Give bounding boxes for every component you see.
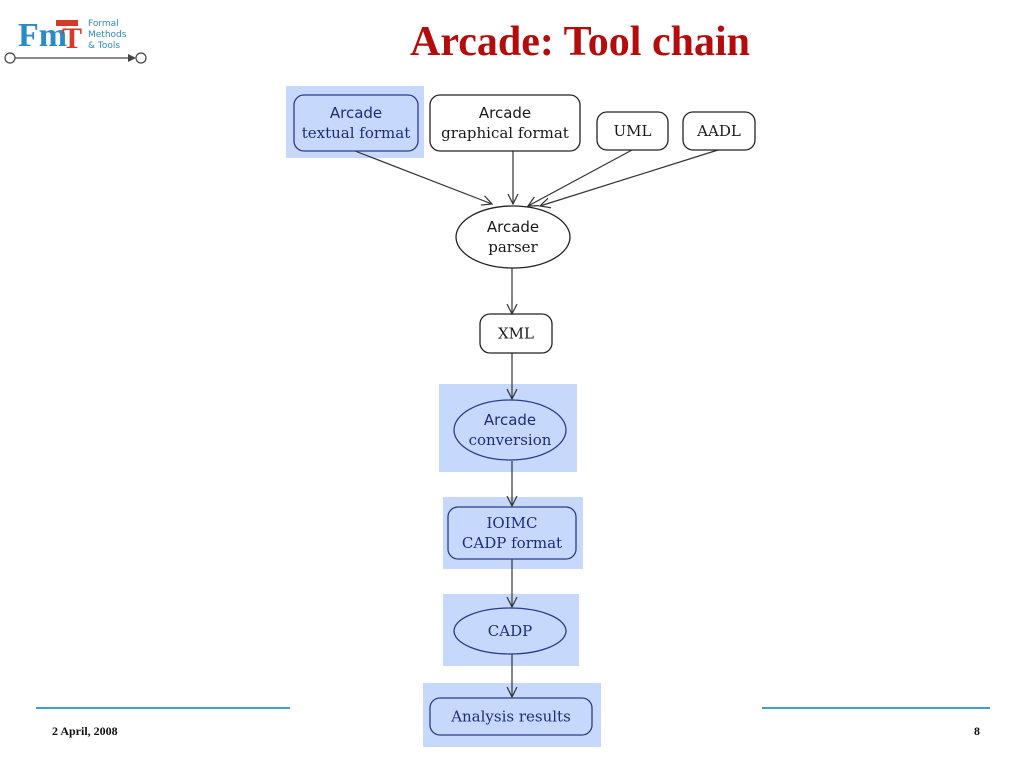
logo-t-bar	[56, 20, 78, 26]
logo-circle-right	[135, 52, 147, 64]
node-parser	[455, 205, 571, 269]
logo-mark-t: T	[62, 22, 82, 55]
logo-arrowhead	[128, 54, 136, 62]
node-arcade-textual-label-1: Arcade	[330, 104, 382, 122]
page-number: 8	[974, 724, 980, 738]
logo-line-2: Methods	[88, 30, 127, 40]
node-arcade-textual-label-2: textual format	[302, 124, 411, 142]
node-parser-label-1: Arcade	[487, 218, 539, 236]
edge-uml-to-parser	[528, 149, 633, 206]
node-arcade-graphical-label-2: graphical format	[441, 124, 569, 142]
page-title: Arcade: Tool chain	[410, 19, 750, 65]
highlight-arcade-textual	[286, 86, 424, 158]
node-aadl-label-1: AADL	[696, 122, 741, 140]
node-ioimc-label-2: CADP format	[462, 534, 562, 552]
footer-line-right	[762, 707, 990, 709]
node-xml-label-1: XML	[498, 325, 534, 343]
node-cadp-label-1: CADP	[488, 622, 532, 640]
node-arcade-graphical	[429, 94, 581, 152]
node-xml	[479, 313, 553, 354]
node-results-label-1: Analysis results	[450, 708, 571, 726]
node-ioimc	[447, 506, 577, 560]
footer-date: 2 April, 2008	[52, 724, 118, 738]
node-uml-label-1: UML	[614, 122, 652, 140]
node-conversion-label-2: conversion	[469, 431, 552, 449]
node-parser-label-2: parser	[488, 238, 538, 256]
logo-line-3: & Tools	[88, 41, 120, 51]
node-arcade-textual	[293, 94, 419, 152]
fmt-logo: Fm T Formal Methods & Tools	[4, 17, 147, 64]
node-ioimc-label-1: IOIMC	[487, 514, 538, 532]
node-conversion-label-1: Arcade	[484, 411, 536, 429]
highlight-ioimc	[443, 497, 583, 569]
node-aadl	[682, 111, 756, 151]
edge-arcade-textual-to-parser	[354, 150, 492, 204]
node-cadp	[453, 607, 567, 655]
node-conversion	[453, 399, 567, 461]
edge-aadl-to-parser	[540, 149, 719, 206]
node-arcade-graphical-label-1: Arcade	[479, 104, 531, 122]
footer-line-left	[36, 707, 290, 709]
logo-line-1: Formal	[88, 19, 119, 29]
node-results	[429, 697, 593, 736]
node-uml	[596, 111, 669, 151]
